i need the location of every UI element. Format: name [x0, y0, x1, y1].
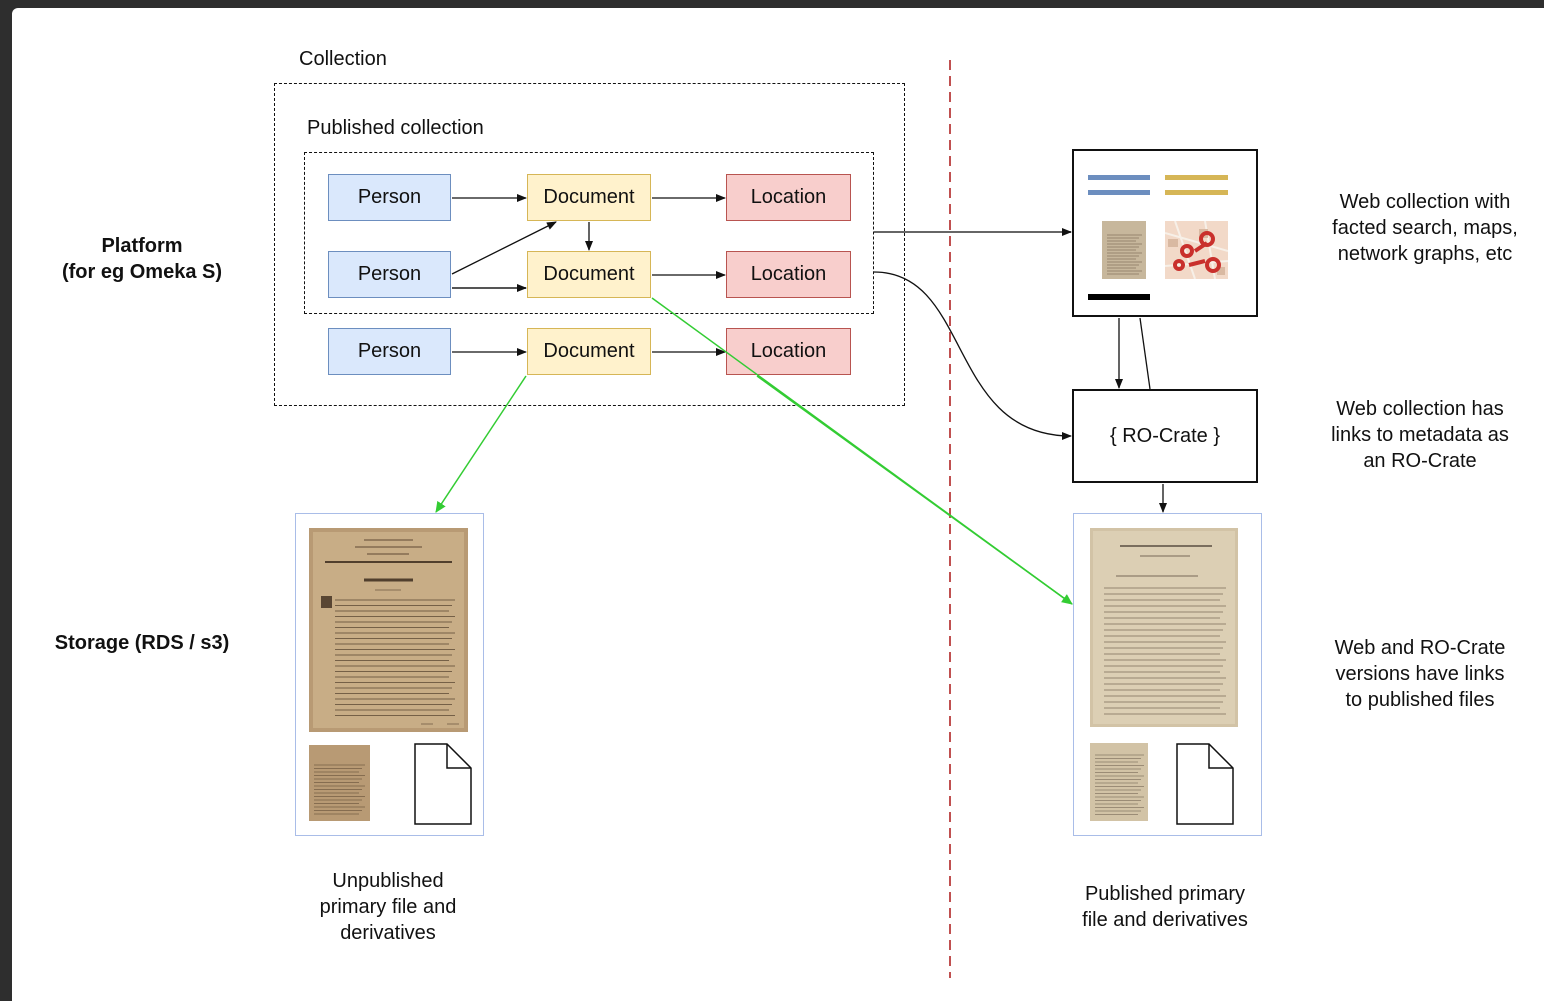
printed-page-image — [309, 528, 468, 732]
published-collection-box — [304, 152, 874, 314]
collection-box — [274, 83, 905, 406]
published-files-box — [1073, 513, 1262, 836]
person-node[interactable]: Person — [328, 174, 451, 221]
storage-label: Storage (RDS / s3) — [54, 632, 230, 654]
document-node[interactable]: Document — [527, 251, 651, 298]
unpublished-line2: primary file and — [319, 896, 457, 918]
web-collection-panel[interactable] — [1072, 149, 1258, 317]
unpublished-line1: Unpublished — [332, 870, 444, 892]
location-node[interactable]: Location — [726, 174, 851, 221]
document-file-icon — [414, 743, 472, 830]
document-node[interactable]: Document — [527, 174, 651, 221]
note-line: links to metadata as — [1331, 424, 1509, 446]
printed-page-thumbnail — [309, 745, 370, 821]
platform-label-line1: Platform — [101, 235, 183, 257]
manuscript-page-image — [1090, 528, 1238, 727]
note-line: Web collection has — [1336, 398, 1504, 420]
blue-bar — [1088, 190, 1150, 195]
note-line: to published files — [1345, 689, 1495, 711]
person-node[interactable]: Person — [328, 251, 451, 298]
web-ro-links-note: Web and RO-Crate versions have links to … — [1310, 635, 1530, 713]
published-collection-label: Published collection — [307, 117, 484, 139]
web-links-note: Web collection has links to metadata as … — [1310, 396, 1530, 474]
collection-label: Collection — [299, 48, 387, 70]
platform-label: Platform (for eg Omeka S) — [42, 233, 242, 285]
unpublished-files-box — [295, 513, 484, 836]
published-files-label: Published primary file and derivatives — [1055, 881, 1275, 933]
document-node[interactable]: Document — [527, 328, 651, 375]
note-line: facted search, maps, — [1332, 217, 1518, 239]
published-files-line1: Published primary — [1084, 883, 1246, 905]
location-node[interactable]: Location — [726, 328, 851, 375]
note-line: Web collection with — [1339, 191, 1511, 213]
ro-crate-box[interactable]: { RO-Crate } — [1072, 389, 1258, 483]
platform-label-line2: (for eg Omeka S) — [61, 261, 223, 283]
note-line: network graphs, etc — [1337, 243, 1513, 265]
note-line: Web and RO-Crate — [1334, 637, 1506, 659]
manuscript-page-icon — [1102, 221, 1146, 279]
connector-line — [1139, 317, 1151, 390]
location-node[interactable]: Location — [726, 251, 851, 298]
person-node[interactable]: Person — [328, 328, 451, 375]
published-files-line2: file and derivatives — [1082, 909, 1248, 931]
document-file-icon — [1176, 743, 1234, 830]
manuscript-page-thumbnail — [1090, 743, 1148, 821]
web-collection-note: Web collection with facted search, maps,… — [1310, 189, 1540, 267]
note-line: versions have links — [1335, 663, 1505, 685]
gold-bar — [1165, 190, 1228, 195]
blue-bar — [1088, 175, 1150, 180]
gold-bar — [1165, 175, 1228, 180]
green-arrow — [756, 375, 1073, 605]
unpublished-line3: derivatives — [340, 922, 436, 944]
unpublished-files-label: Unpublished primary file and derivatives — [288, 868, 488, 946]
map-thumbnail-icon — [1164, 220, 1229, 280]
diagram-canvas: Collection Published collection Platform… — [12, 8, 1544, 1001]
note-line: an RO-Crate — [1363, 450, 1477, 472]
black-bar — [1088, 294, 1150, 300]
